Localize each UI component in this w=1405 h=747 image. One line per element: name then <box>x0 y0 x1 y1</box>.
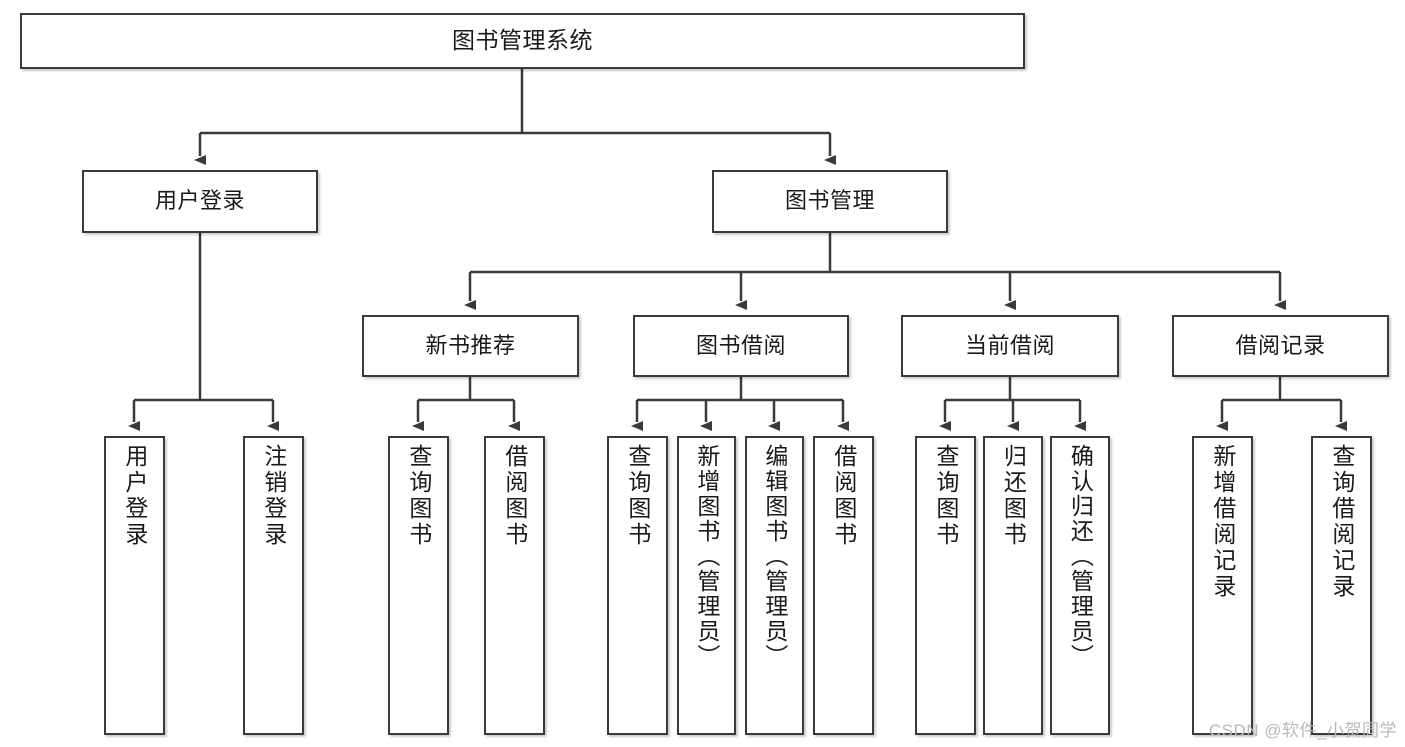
node-leaf-borrow-book-2[interactable]: 借阅图书 <box>813 436 874 735</box>
node-book-borrow-label: 图书借阅 <box>695 332 786 358</box>
node-borrow-record-label: 借阅记录 <box>1235 332 1326 358</box>
node-leaf-user-login-label: 用户登录 <box>121 444 148 548</box>
node-root-label: 图书管理系统 <box>452 27 593 54</box>
node-new-book-recommend-label: 新书推荐 <box>425 332 516 358</box>
node-borrow-record[interactable]: 借阅记录 <box>1172 315 1389 377</box>
node-leaf-query-record-label: 查询借阅记录 <box>1328 444 1355 600</box>
node-leaf-query-record[interactable]: 查询借阅记录 <box>1311 436 1372 735</box>
node-leaf-user-logout[interactable]: 注销登录 <box>243 436 304 735</box>
node-leaf-confirm-return-label: 确认归还（管理员） <box>1067 444 1094 669</box>
node-current-borrow-label: 当前借阅 <box>964 332 1055 358</box>
node-leaf-confirm-return[interactable]: 确认归还（管理员） <box>1050 436 1110 735</box>
node-leaf-edit-book[interactable]: 编辑图书（管理员） <box>745 436 804 735</box>
node-leaf-borrow-book-1[interactable]: 借阅图书 <box>484 436 545 735</box>
node-leaf-add-book-label: 新增图书（管理员） <box>693 444 720 669</box>
node-book-manage-label: 图书管理 <box>784 188 875 214</box>
node-leaf-edit-book-label: 编辑图书（管理员） <box>761 444 788 669</box>
node-leaf-query-book-2[interactable]: 查询图书 <box>607 436 668 735</box>
node-leaf-return-book-label: 归还图书 <box>1000 444 1027 548</box>
node-leaf-borrow-book-1-label: 借阅图书 <box>501 444 528 548</box>
node-book-manage[interactable]: 图书管理 <box>712 170 948 233</box>
node-leaf-borrow-book-2-label: 借阅图书 <box>830 444 857 548</box>
node-leaf-query-book-2-label: 查询图书 <box>624 444 651 548</box>
node-leaf-query-book-3[interactable]: 查询图书 <box>915 436 976 735</box>
node-user-login[interactable]: 用户登录 <box>82 170 318 233</box>
node-book-borrow[interactable]: 图书借阅 <box>633 315 849 377</box>
node-leaf-add-record-label: 新增借阅记录 <box>1209 444 1236 600</box>
node-leaf-query-book-1[interactable]: 查询图书 <box>388 436 449 735</box>
node-user-login-label: 用户登录 <box>154 188 245 214</box>
node-new-book-recommend[interactable]: 新书推荐 <box>362 315 579 377</box>
node-leaf-query-book-3-label: 查询图书 <box>932 444 959 548</box>
node-root[interactable]: 图书管理系统 <box>20 13 1025 69</box>
node-leaf-user-login[interactable]: 用户登录 <box>104 436 165 735</box>
node-leaf-user-logout-label: 注销登录 <box>260 444 287 548</box>
node-leaf-query-book-1-label: 查询图书 <box>405 444 432 548</box>
node-leaf-add-record[interactable]: 新增借阅记录 <box>1192 436 1253 735</box>
node-leaf-return-book[interactable]: 归还图书 <box>983 436 1043 735</box>
node-current-borrow[interactable]: 当前借阅 <box>901 315 1119 377</box>
node-leaf-add-book[interactable]: 新增图书（管理员） <box>677 436 736 735</box>
